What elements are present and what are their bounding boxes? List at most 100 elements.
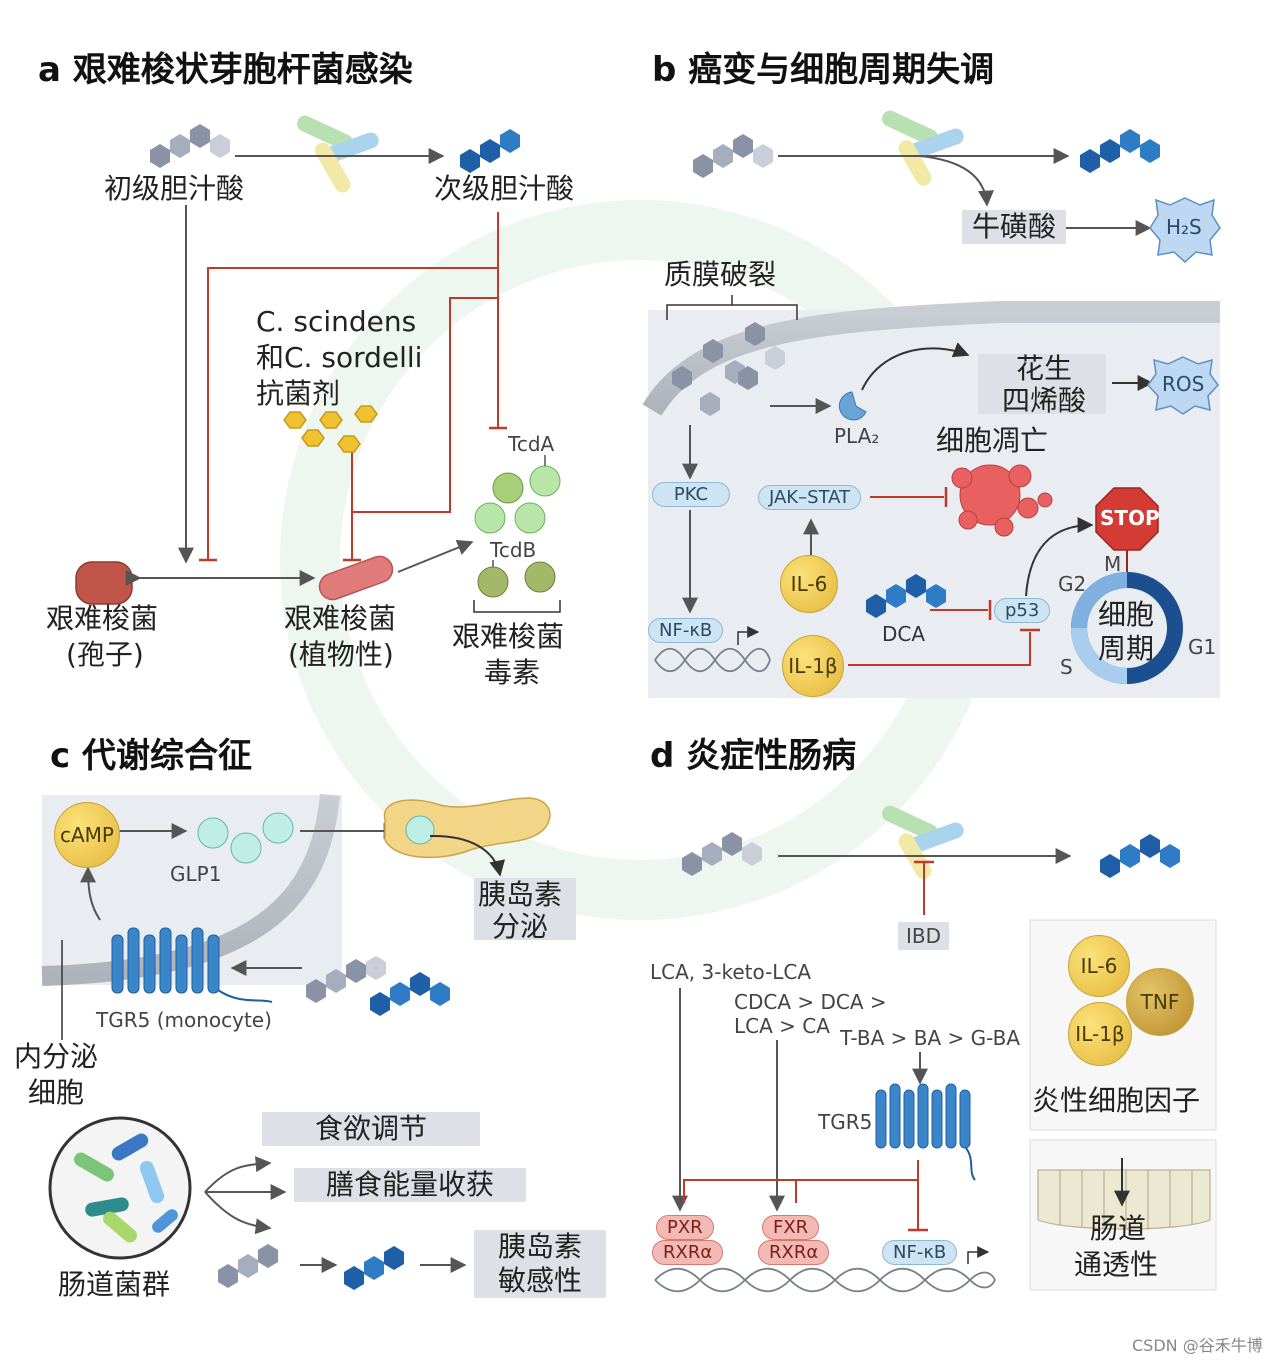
tgr5-receptor-d xyxy=(875,1083,971,1149)
arachidonic-label-2: 四烯酸 xyxy=(1002,384,1087,417)
stop-sign xyxy=(1095,487,1159,551)
appetite-label: 食欲调节 xyxy=(262,1112,480,1146)
cell-cycle-label-1: 细胞 xyxy=(1098,598,1155,631)
il1b-ball-b: IL-1β xyxy=(782,635,844,697)
toxin-label-2: 毒素 xyxy=(484,656,541,689)
toxin-b-circles xyxy=(477,561,556,598)
membrane-bile-acid-hexes xyxy=(672,322,785,416)
dna-strand-d xyxy=(654,1267,996,1293)
energy-harvest-label: 膳食能量收获 xyxy=(294,1168,526,1202)
spore-icon xyxy=(75,561,133,605)
primary-bile-acid-icon xyxy=(150,124,230,168)
gut-flora-icon xyxy=(48,1116,192,1260)
insulin-sensitivity-label-2: 敏感性 xyxy=(474,1264,606,1298)
vegetative-label-1: 艰难梭菌 xyxy=(284,602,397,635)
primary-bile-acid-label: 初级胆汁酸 xyxy=(104,172,245,205)
spore-label-2: (孢子) xyxy=(66,638,144,671)
toxin-b-label: TcdB xyxy=(490,538,537,562)
endocrine-label-2: 细胞 xyxy=(28,1076,85,1109)
il6-ball-b: IL-6 xyxy=(780,555,838,613)
fxr-pill: FXR xyxy=(762,1215,820,1240)
antibiotic-label-1: C. scindens xyxy=(256,305,417,338)
stop-label: STOP xyxy=(1100,506,1160,530)
apoptotic-cell-icon xyxy=(951,464,1053,537)
cytokines-label: 炎性细胞因子 xyxy=(1032,1084,1201,1117)
cell-cycle-ring xyxy=(1071,572,1183,684)
phase-m-label: M xyxy=(1104,552,1122,576)
cdca-label-2: LCA > CA xyxy=(734,1014,830,1038)
tgr5-receptor-c xyxy=(111,927,220,994)
b-bacteria-icon xyxy=(882,110,964,186)
bacteria-cluster-icon xyxy=(297,115,379,193)
insulin-secretion-label-1: 胰岛素 xyxy=(478,878,563,911)
credit-watermark: CSDN @谷禾牛博 xyxy=(1132,1336,1263,1355)
antibiotic-hexagons xyxy=(283,405,378,453)
dca-icon xyxy=(866,574,946,618)
pla2-icon xyxy=(838,391,867,421)
pkc-pill: PKC xyxy=(652,482,730,507)
cdca-label-1: CDCA > DCA > xyxy=(734,990,887,1014)
ros-badge xyxy=(1147,356,1219,415)
c-bile-acid-icons xyxy=(306,956,450,1016)
arachidonic-acid-box xyxy=(978,354,1106,414)
dca-label: DCA xyxy=(882,622,926,646)
tgr5-monocyte-label: TGR5 (monocyte) xyxy=(96,1008,272,1032)
camp-ball: cAMP xyxy=(54,802,120,868)
nfkb-pill-d: NF-κB xyxy=(882,1240,958,1265)
taurine-label: 牛磺酸 xyxy=(962,210,1067,244)
gut-flora-label: 肠道菌群 xyxy=(58,1268,171,1301)
ibd-label: IBD xyxy=(898,922,950,950)
rxra-pill-1: RXRα xyxy=(652,1240,724,1265)
panel-d-title: d 炎症性肠病 xyxy=(650,736,857,776)
jak-stat-pill: JAK–STAT xyxy=(758,485,862,510)
vegetative-label-2: (植物性) xyxy=(288,638,394,671)
membrane-rupture-label: 质膜破裂 xyxy=(664,258,777,291)
il6-ball-d: IL-6 xyxy=(1068,935,1130,997)
permeability-label-2: 通透性 xyxy=(1074,1248,1159,1281)
phase-s-label: S xyxy=(1060,655,1073,679)
toxin-a-label: TcdA xyxy=(508,432,555,456)
panel-a-title: a 艰难梭状芽胞杆菌感染 xyxy=(38,50,413,90)
panel-c-title: c 代谢综合征 xyxy=(50,736,252,776)
c-bile-conversion-icons xyxy=(218,1244,404,1290)
dna-strand-b xyxy=(654,647,771,673)
h2s-badge xyxy=(1149,197,1221,264)
apoptosis-label: 细胞凋亡 xyxy=(936,424,1049,457)
panel-b-title: b 癌变与细胞周期失调 xyxy=(652,50,995,90)
tgr5-label-d: TGR5 xyxy=(818,1110,873,1134)
ros-label: ROS xyxy=(1162,372,1205,396)
permeability-label-1: 肠道 xyxy=(1090,1212,1147,1245)
h2s-label: H₂S xyxy=(1166,215,1202,239)
vegetative-bacterium-icon xyxy=(318,555,394,601)
insulin-secretion-box xyxy=(474,878,576,940)
tnf-ball: TNF xyxy=(1126,968,1194,1036)
secondary-bile-acid-label: 次级胆汁酸 xyxy=(434,172,575,205)
lca-label: LCA, 3-keto-LCA xyxy=(650,960,812,984)
cell-cycle-label-2: 周期 xyxy=(1098,632,1155,665)
pla2-label: PLA₂ xyxy=(834,424,880,448)
toxin-a-circles xyxy=(474,465,561,534)
il1b-ball-d: IL-1β xyxy=(1068,1002,1132,1066)
b-primary-bile-acid-icon xyxy=(693,134,773,178)
d-bacteria-icon xyxy=(882,805,964,879)
antibiotic-label-2: 和C. sordelli xyxy=(256,341,423,374)
glp1-label: GLP1 xyxy=(170,862,222,886)
endocrine-label-1: 内分泌 xyxy=(14,1040,99,1073)
pxr-pill: PXR xyxy=(656,1215,714,1240)
glp1-circles xyxy=(197,812,294,864)
toxin-label-1: 艰难梭菌 xyxy=(452,620,565,653)
antibiotic-label-3: 抗菌剂 xyxy=(256,377,341,410)
spore-label-1: 艰难梭菌 xyxy=(46,602,159,635)
phase-g2-label: G2 xyxy=(1058,572,1087,596)
p53-pill: p53 xyxy=(994,598,1051,623)
d-secondary-bile-acid-icon xyxy=(1100,834,1180,878)
arachidonic-label-1: 花生 xyxy=(1016,352,1073,385)
b-secondary-bile-acid-icon xyxy=(1080,129,1160,173)
phase-g1-label: G1 xyxy=(1188,635,1217,659)
rxra-pill-2: RXRα xyxy=(758,1240,830,1265)
insulin-secretion-label-2: 分泌 xyxy=(492,910,549,943)
insulin-sensitivity-label-1: 胰岛素 xyxy=(474,1230,606,1264)
d-primary-bile-acid-icon xyxy=(682,832,762,876)
nfkb-pill-b: NF-κB xyxy=(648,618,724,643)
